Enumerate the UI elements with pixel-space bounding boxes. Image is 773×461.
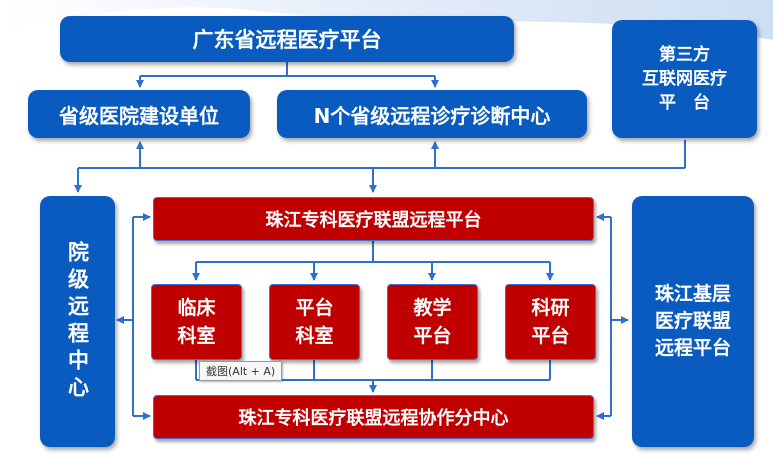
third-party-label: 第三方 互联网医疗 平 台 (642, 45, 727, 113)
hospital-center-label: 院级远程中心 (65, 240, 90, 403)
alliance-collab-subcenter: 珠江专科医疗联盟远程协作分中心 (153, 395, 594, 439)
alliance-platform-label: 珠江专科医疗联盟远程平台 (265, 210, 482, 231)
third-party-internet-platform: 第三方 互联网医疗 平 台 (612, 20, 757, 138)
gd-remote-medical-platform: 广东省远程医疗平台 (60, 16, 514, 62)
grassroots-alliance-platform: 珠江基层 医疗联盟 远程平台 (632, 196, 754, 447)
grassroots-label: 珠江基层 医疗联盟 远程平台 (654, 283, 731, 359)
clinical-department: 临床 科室 (151, 284, 242, 360)
provincial-units-label: 省级医院建设单位 (59, 103, 219, 128)
gd-platform-label: 广东省远程医疗平台 (192, 28, 382, 52)
collab-center-label: 珠江专科医疗联盟远程协作分中心 (238, 408, 509, 429)
research-platform: 科研 平台 (505, 284, 596, 360)
n-centers-label: N个省级远程诊疗诊断中心 (313, 103, 551, 128)
research-label: 科研 平台 (531, 297, 570, 347)
screenshot-tooltip: 截图(Alt + A) (199, 361, 283, 381)
platform-department: 平台 科室 (269, 284, 360, 360)
teaching-platform: 教学 平台 (387, 284, 478, 360)
hospital-remote-center: 院级远程中心 (40, 196, 115, 447)
provincial-diagnosis-centers: N个省级远程诊疗诊断中心 (277, 90, 587, 138)
provincial-hospital-units: 省级医院建设单位 (28, 90, 250, 138)
platform-dept-label: 平台 科室 (295, 297, 334, 347)
clinical-label: 临床 科室 (177, 297, 216, 347)
teaching-label: 教学 平台 (413, 297, 452, 347)
alliance-remote-platform: 珠江专科医疗联盟远程平台 (153, 197, 594, 241)
